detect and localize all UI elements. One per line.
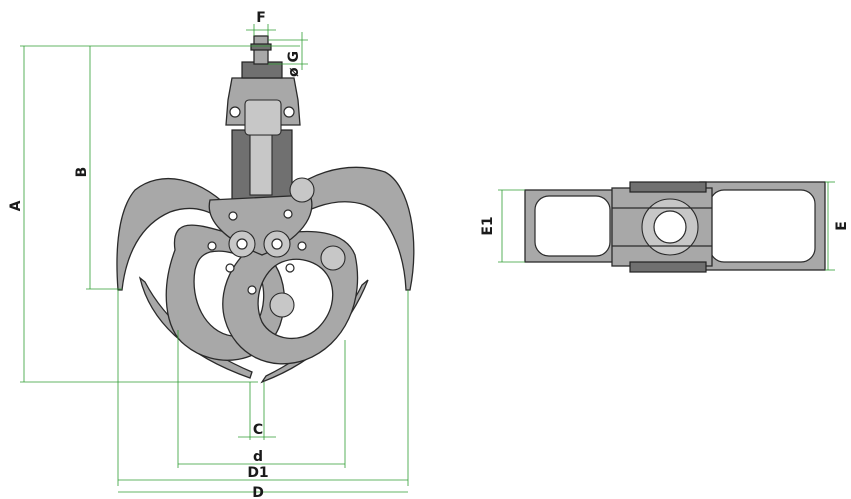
top-frame-right-window (709, 189, 816, 263)
top-clamp-lower (629, 261, 707, 273)
head-pin-left (229, 106, 241, 118)
cylinder-pin-lower (269, 292, 295, 318)
cylinder-highlight (249, 134, 273, 196)
top-frame-left-window (534, 195, 611, 257)
label-d: d (253, 449, 263, 465)
small-hole (285, 263, 295, 273)
small-hole (228, 211, 238, 221)
grapple-top-view (524, 181, 826, 273)
label-C: C (253, 422, 263, 438)
dimension-lines (20, 24, 835, 493)
shaft-ring (250, 43, 272, 51)
cylinder-pin-upper (289, 177, 315, 203)
head-pin-right (283, 106, 295, 118)
dimension-labels: A B F ø G C d D1 D E1 E (8, 10, 850, 499)
small-hole (297, 241, 307, 251)
small-hole (207, 241, 217, 251)
label-G: ø G (286, 51, 302, 77)
label-D: D (252, 485, 264, 499)
label-E: E (834, 221, 850, 231)
cylinder-pin-right (320, 245, 346, 271)
label-D1: D1 (247, 465, 268, 481)
small-hole (225, 263, 235, 273)
small-hole (247, 285, 257, 295)
label-A: A (8, 200, 24, 211)
lower-tine-left (138, 276, 253, 379)
label-F: F (256, 10, 266, 26)
label-E1: E1 (480, 216, 496, 235)
pivot-pin-left-core (236, 238, 248, 250)
top-clamp-upper (629, 181, 707, 193)
top-rotator-core (653, 210, 687, 244)
outer-tine-left (116, 178, 237, 291)
label-B: B (74, 167, 90, 178)
rotator-link (244, 99, 282, 136)
small-hole (283, 209, 293, 219)
pivot-pin-right-core (271, 238, 283, 250)
grapple-front-view (116, 35, 415, 384)
